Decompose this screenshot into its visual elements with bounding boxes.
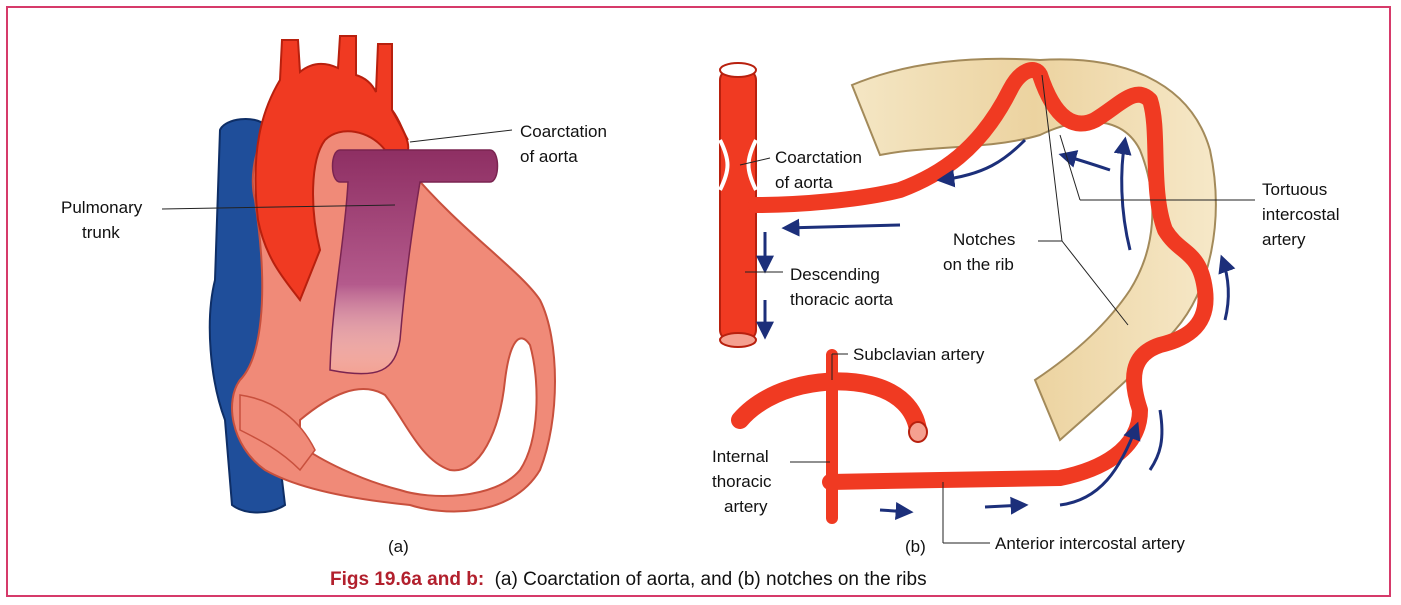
anterior-label: Anterior intercostal artery (995, 534, 1185, 553)
notches-label-1: Notches (953, 230, 1015, 249)
caption-label: Figs 19.6a and b: (330, 569, 484, 590)
panel-b-letter: (b) (905, 537, 926, 556)
internal-thoracic-label-3: artery (724, 497, 768, 516)
descending-label-2: thoracic aorta (790, 290, 894, 309)
figure-caption: Figs 19.6a and b: (a) Coarctation of aor… (330, 569, 927, 590)
caption-text: (a) Coarctation of aorta, and (b) notche… (495, 569, 927, 590)
notches-leader-down (1062, 241, 1128, 325)
pulmonary-label-2: trunk (82, 223, 120, 242)
panel-a-letter: (a) (388, 537, 409, 556)
subclavian-label: Subclavian artery (853, 345, 985, 364)
internal-thoracic-label-2: thoracic (712, 472, 772, 491)
descending-label-1: Descending (790, 265, 880, 284)
coarctation-a-label-2: of aorta (520, 147, 578, 166)
tortuous-label-1: Tortuous (1262, 180, 1327, 199)
coarctation-b-label-1: Coarctation (775, 148, 862, 167)
coarctation-b-label-2: of aorta (775, 173, 833, 192)
heart-illustration (210, 36, 555, 513)
coarctation-a-label-1: Coarctation (520, 122, 607, 141)
tortuous-label-3: artery (1262, 230, 1306, 249)
notches-label-2: on the rib (943, 255, 1014, 274)
rib-artery-illustration (720, 59, 1216, 518)
coarctation-a-leader (410, 130, 512, 142)
internal-thoracic-label-1: Internal (712, 447, 769, 466)
tortuous-label-2: intercostal (1262, 205, 1339, 224)
pulmonary-label-1: Pulmonary (61, 198, 143, 217)
tortuous-leader-up (1060, 135, 1080, 200)
